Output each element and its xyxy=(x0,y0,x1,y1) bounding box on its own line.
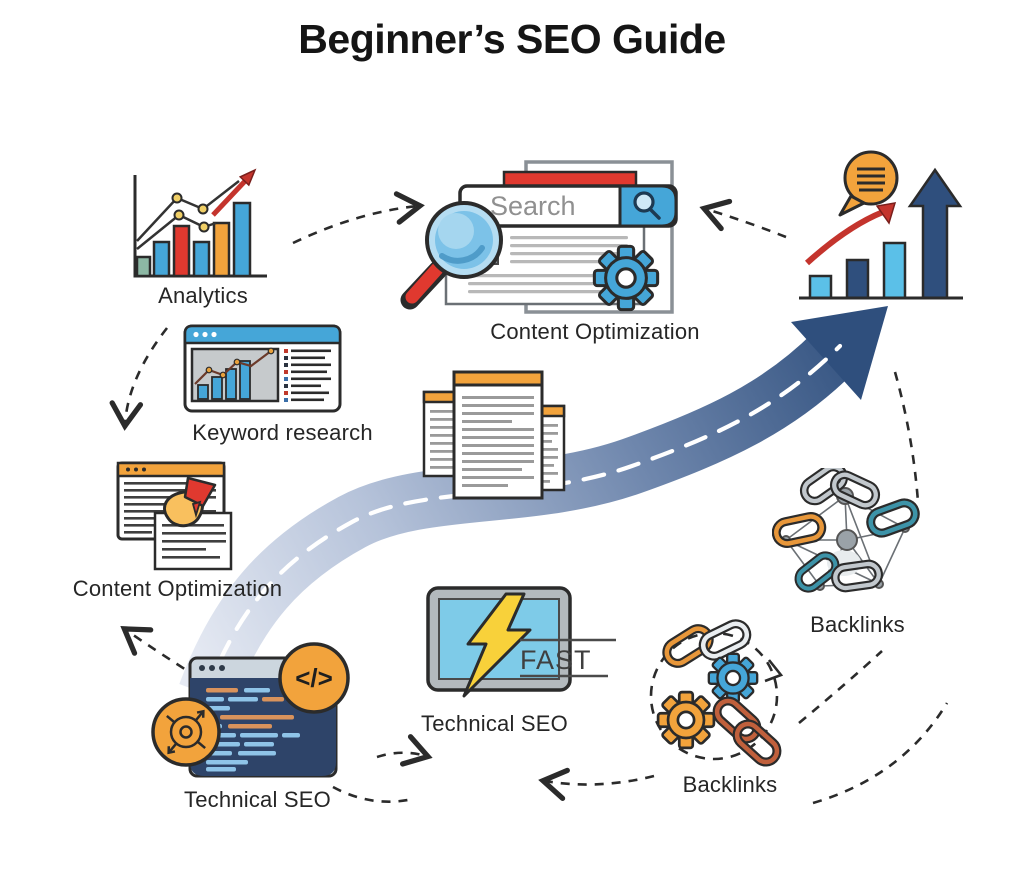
stacked-documents-icon xyxy=(422,370,566,500)
trend-arrow xyxy=(211,177,249,217)
search-bar-text: Search xyxy=(490,191,576,221)
analytics-label: Analytics xyxy=(158,283,248,308)
gear-icon xyxy=(656,690,716,750)
backlinks-network-icon xyxy=(772,468,947,613)
analytics-illustration xyxy=(113,153,283,293)
window-dots xyxy=(126,467,146,472)
connector-techseo-to-sitespeed xyxy=(376,734,433,767)
fast-text: FAST xyxy=(520,645,592,675)
panel-dots xyxy=(205,347,275,379)
window-dots xyxy=(199,665,225,671)
connector-backlinks-to-network xyxy=(798,650,883,725)
content-optimization-label: Content Optimization xyxy=(72,576,283,601)
code-window-icon: </> xyxy=(151,642,350,778)
code-badge-icon: </> xyxy=(278,642,350,714)
magnifier-icon xyxy=(400,201,503,310)
backlinks-network-label: Backlinks xyxy=(810,612,905,637)
backlinks-gears-illustration xyxy=(640,610,808,787)
code-window-label: Technical SEO xyxy=(184,787,331,812)
keyword-research-label: Keyword research xyxy=(192,420,373,445)
growth-bars xyxy=(808,167,963,300)
speed-lines xyxy=(520,638,616,678)
compass-gear-icon xyxy=(151,697,221,767)
document-text-lines xyxy=(468,236,628,294)
connector-bottomright-curve xyxy=(812,702,949,805)
site-speed-label: Technical SEO xyxy=(421,711,568,736)
browser-titlebar xyxy=(183,324,342,345)
lightning-icon xyxy=(462,592,532,698)
search-optimization-icon: Search xyxy=(400,160,678,314)
chain-link-icon xyxy=(733,719,782,766)
cycle-arrowhead xyxy=(764,659,784,683)
trend-lines xyxy=(136,180,240,250)
site-speed-illustration: FAST xyxy=(420,582,620,712)
browser-titlebar xyxy=(116,461,226,478)
keyword-research-icon xyxy=(183,324,342,413)
pin-icon xyxy=(163,476,217,528)
content-optimization-icon xyxy=(116,461,233,571)
trend-dots xyxy=(171,192,210,233)
gear-icon xyxy=(707,652,759,704)
documents-illustration xyxy=(420,364,590,509)
front-document xyxy=(452,370,544,500)
backlinks-gears-icon xyxy=(649,610,808,782)
analytics-chart-icon xyxy=(133,168,267,278)
swoosh-arrowhead xyxy=(791,306,888,400)
keyword-research-illustration xyxy=(183,324,343,421)
growth-chart-icon xyxy=(799,150,963,300)
chain-link-icon xyxy=(700,620,751,660)
connector-chart-to-search xyxy=(699,198,787,239)
content-optimization-illustration xyxy=(100,458,285,581)
backlinks-gears-label: Backlinks xyxy=(682,772,778,797)
code-symbol-text: </> xyxy=(295,663,333,693)
search-optimization-label: Content Optimization xyxy=(490,319,700,344)
code-window-illustration: </> xyxy=(146,636,361,801)
gear-icon xyxy=(592,244,660,312)
search-button-magnifier-icon xyxy=(633,191,661,220)
growth-chart-illustration xyxy=(793,148,968,308)
chart-bars xyxy=(135,201,252,278)
chain-link-icon xyxy=(831,471,879,508)
search-optimization-illustration: Search xyxy=(398,148,708,328)
page-title: Beginner’s SEO Guide xyxy=(298,16,726,62)
fast-monitor-icon: FAST xyxy=(426,586,616,698)
rising-arrow xyxy=(804,209,885,266)
connector-backlinks-to-sitespeed xyxy=(538,767,655,801)
window-dots xyxy=(193,331,217,338)
speech-bubble-icon xyxy=(838,150,899,217)
connector-analytics-to-contentopt xyxy=(109,327,169,431)
keyword-list xyxy=(284,349,331,402)
note-text-lines xyxy=(162,524,226,559)
backlinks-network-illustration xyxy=(772,468,947,618)
